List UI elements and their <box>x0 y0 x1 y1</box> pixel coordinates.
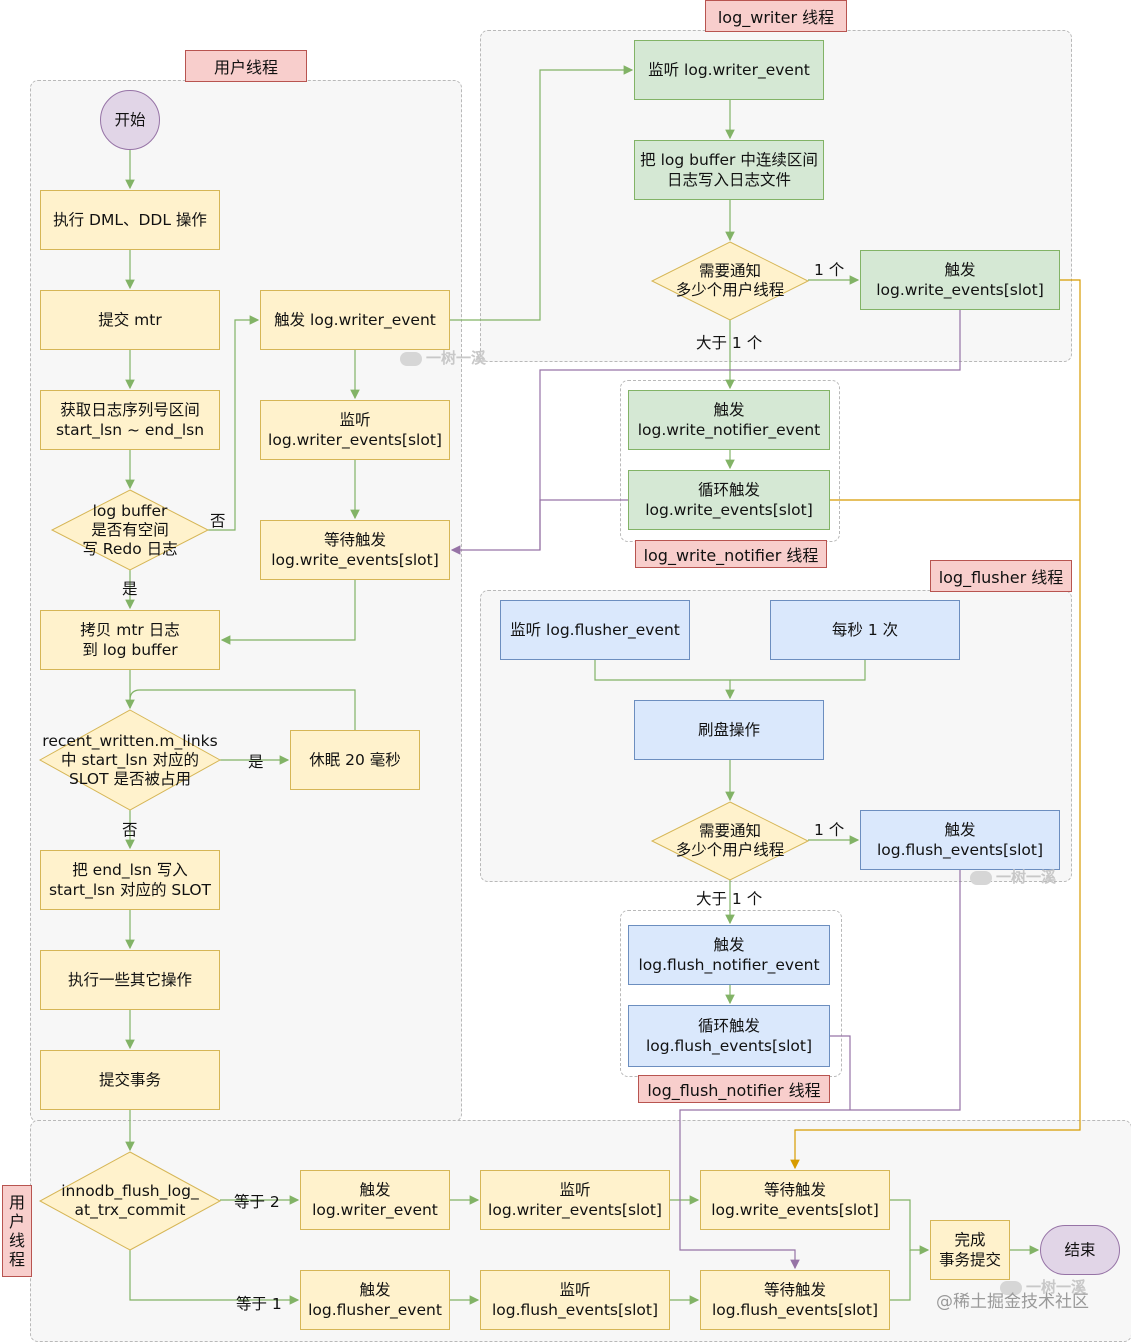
innodb-flush-decision: innodb_flush_log_ at_trx_commit <box>38 1151 222 1251</box>
edge-label-has-space: 是 <box>122 580 138 598</box>
watermark-3-text: 一树一溪 <box>1026 1278 1087 1296</box>
edge-writeslot-waituser <box>450 310 961 555</box>
exec-dml-ddl-node: 执行 DML、DDL 操作 <box>40 190 220 250</box>
edge-listenflusher-flush <box>594 660 735 700</box>
user-thread-bottom-char-4: 程 <box>8 1250 25 1269</box>
trigger-writer-event-node: 触发 log.writer_event <box>260 290 450 350</box>
wait-write-events-2-node: 等待触发 log.write_events[slot] <box>700 1170 890 1230</box>
wait-flush-events-node: 等待触发 log.flush_events[slot] <box>700 1270 890 1330</box>
user-thread-title: 用户线程 <box>185 50 307 82</box>
edge-everysecond-flush <box>730 660 866 681</box>
edge-writeslot-wait2 <box>790 279 1081 1170</box>
log-buffer-space-decision: log buffer 是否有空间 写 Redo 日志 <box>50 489 210 571</box>
watermark-1: 一树一溪 <box>400 347 486 368</box>
edge-flushloop-waitflush <box>830 1035 851 1110</box>
wait-write-events-user-node: 等待触发 log.write_events[slot] <box>260 520 450 580</box>
trigger-flush-events-slot-node: 触发 log.flush_events[slot] <box>860 810 1060 870</box>
edge-label-no-space: 否 <box>210 512 226 530</box>
end-node: 结束 <box>1040 1225 1120 1275</box>
edge-label-many-writer: 大于 1 个 <box>696 334 763 352</box>
commit-trx-node: 提交事务 <box>40 1050 220 1110</box>
edge-label-slot-free: 否 <box>122 821 138 839</box>
edge-trigger-listenwriter <box>450 65 634 321</box>
credit-text: @稀土掘金技术社区 <box>936 1292 1089 1312</box>
flush-op-node: 刷盘操作 <box>634 700 824 760</box>
watermark-3: 一树一溪 <box>1000 1276 1086 1297</box>
notify-count-writer-decision: 需要通知 多少个用户线程 <box>650 241 810 321</box>
user-thread-bottom-title: 用 户 线 程 <box>2 1185 32 1277</box>
watermark-2-text: 一树一溪 <box>996 868 1057 886</box>
trigger-writer-event-2-node: 触发 log.writer_event <box>300 1170 450 1230</box>
watermark-2: 一树一溪 <box>970 866 1056 887</box>
edge-waituser-copy <box>220 580 356 645</box>
write-log-file-node: 把 log buffer 中连续区间 日志写入日志文件 <box>634 140 824 200</box>
user-thread-bottom-char-1: 用 <box>8 1193 25 1212</box>
edge-label-one-flusher: 1 个 <box>814 821 845 839</box>
recent-written-decision: recent_written.m_links 中 start_lsn 对应的 S… <box>38 709 222 811</box>
edge-label-slot-occupied: 是 <box>248 753 264 771</box>
start-node: 开始 <box>100 90 160 150</box>
listen-writer-events-user-node: 监听 log.writer_events[slot] <box>260 400 450 460</box>
write-end-lsn-node: 把 end_lsn 写入 start_lsn 对应的 SLOT <box>40 850 220 910</box>
notify-count-flusher-decision: 需要通知 多少个用户线程 <box>650 801 810 881</box>
trigger-write-notifier-event-node: 触发 log.write_notifier_event <box>628 390 830 450</box>
watermark-1-text: 一树一溪 <box>426 349 487 367</box>
user-thread-bottom-char-3: 线 <box>8 1231 25 1250</box>
edge-waitflush-complete <box>890 1250 911 1301</box>
log-flusher-title: log_flusher 线程 <box>930 560 1072 592</box>
edge-wait2-complete <box>890 1199 930 1255</box>
trigger-flusher-event-node: 触发 log.flusher_event <box>300 1270 450 1330</box>
copy-mtr-log-node: 拷贝 mtr 日志 到 log buffer <box>40 610 220 670</box>
edge-innodb-eq1 <box>129 1250 300 1305</box>
edge-label-one-writer: 1 个 <box>814 261 845 279</box>
trigger-flush-notifier-event-node: 触发 log.flush_notifier_event <box>628 925 830 985</box>
recent-written-label: recent_written.m_links 中 start_lsn 对应的 S… <box>42 731 218 788</box>
trigger-write-events-slot-node: 触发 log.write_events[slot] <box>860 250 1060 310</box>
listen-writer-event-node: 监听 log.writer_event <box>634 40 824 100</box>
wechat-icon <box>1000 1280 1022 1295</box>
log-writer-title: log_writer 线程 <box>705 0 847 32</box>
user-thread-bottom-char-2: 户 <box>8 1212 25 1231</box>
loop-trigger-write-events-node: 循环触发 log.write_events[slot] <box>628 470 830 530</box>
wechat-icon <box>400 351 422 366</box>
edge-space-no-trigger <box>208 315 260 531</box>
notify-count-flusher-label: 需要通知 多少个用户线程 <box>675 822 785 859</box>
wechat-icon <box>970 870 992 885</box>
edge-flushslot-waitflush <box>679 870 961 1270</box>
innodb-flush-label: innodb_flush_log_ at_trx_commit <box>61 1182 199 1219</box>
sleep-20ms-node: 休眠 20 毫秒 <box>290 730 420 790</box>
every-second-node: 每秒 1 次 <box>770 600 960 660</box>
edge-label-equals-2: 等于 2 <box>234 1193 280 1211</box>
other-ops-node: 执行一些其它操作 <box>40 950 220 1010</box>
get-lsn-range-node: 获取日志序列号区间 start_lsn ~ end_lsn <box>40 390 220 450</box>
edge-sleep-back <box>129 689 356 730</box>
listen-flush-events-node: 监听 log.flush_events[slot] <box>480 1270 670 1330</box>
loop-trigger-flush-events-node: 循环触发 log.flush_events[slot] <box>628 1005 830 1067</box>
commit-mtr-node: 提交 mtr <box>40 290 220 350</box>
edge-label-many-flusher: 大于 1 个 <box>696 890 763 908</box>
edge-loop-waituser <box>539 499 630 550</box>
listen-writer-events-2-node: 监听 log.writer_events[slot] <box>480 1170 670 1230</box>
log-flush-notifier-title: log_flush_notifier 线程 <box>638 1075 830 1103</box>
log-write-notifier-title: log_write_notifier 线程 <box>635 540 827 568</box>
user-thread-lane <box>30 80 462 1122</box>
log-buffer-space-label: log buffer 是否有空间 写 Redo 日志 <box>82 501 178 558</box>
notify-count-writer-label: 需要通知 多少个用户线程 <box>675 262 785 299</box>
complete-commit-node: 完成 事务提交 <box>930 1220 1010 1280</box>
listen-flusher-event-node: 监听 log.flusher_event <box>500 600 690 660</box>
edge-label-equals-1: 等于 1 <box>236 1295 282 1313</box>
